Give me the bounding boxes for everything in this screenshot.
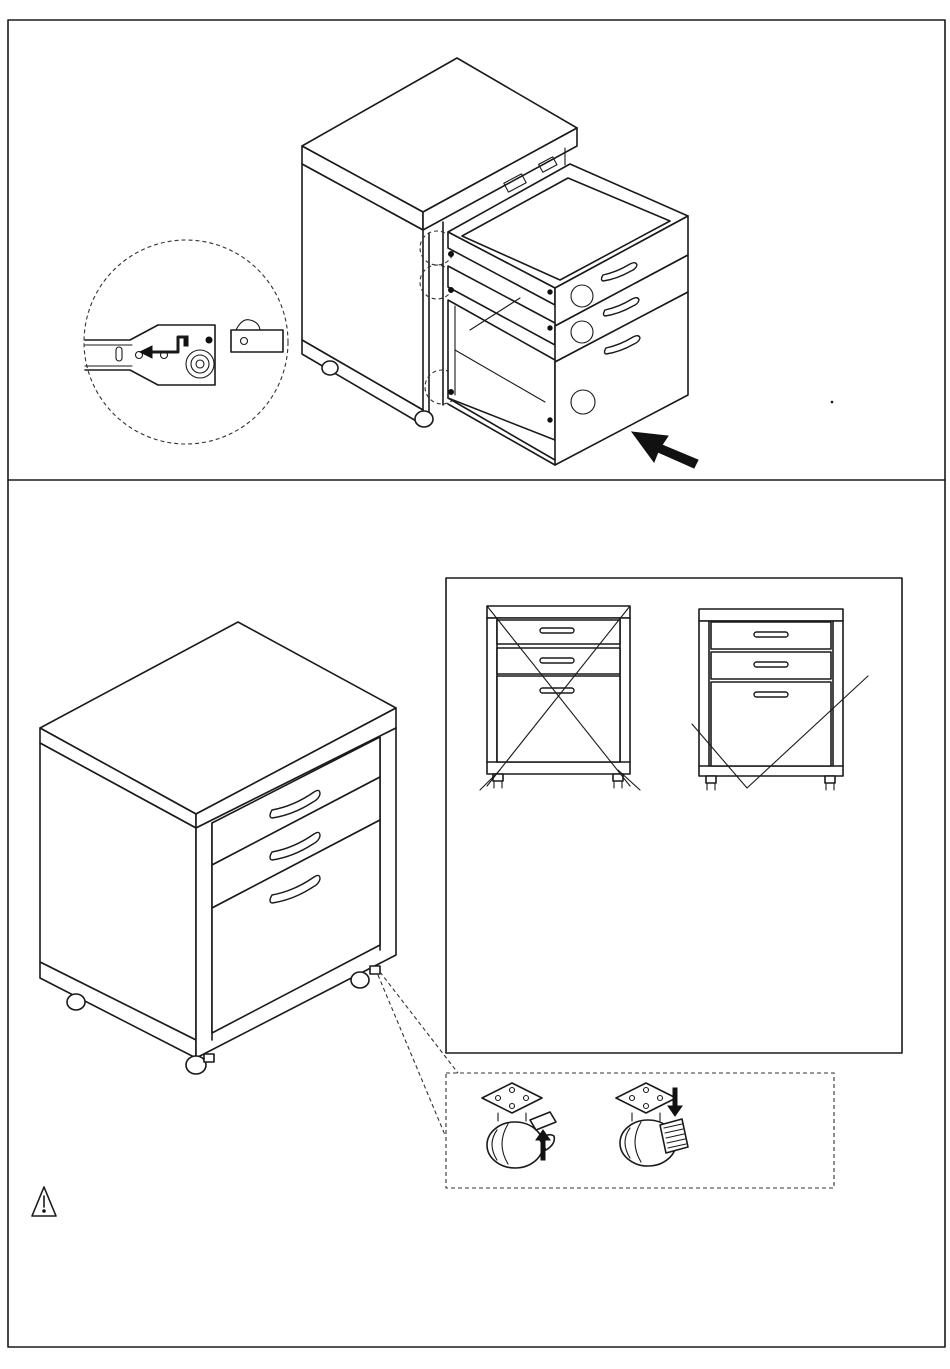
assembled-cabinet (40, 622, 458, 1135)
front-view-correct (692, 609, 868, 790)
drawer-runner-detail (84, 240, 288, 444)
caster-unlocked (482, 1083, 556, 1168)
step-2-panel (32, 578, 902, 1216)
front-view-incorrect (480, 606, 640, 790)
dot-mark (831, 401, 833, 403)
caster-locked (616, 1083, 688, 1166)
warning-triangle-icon (32, 1187, 56, 1216)
step-1-panel (84, 58, 833, 468)
lock-arrow-icon (668, 1088, 682, 1116)
push-arrow-icon (632, 432, 698, 468)
